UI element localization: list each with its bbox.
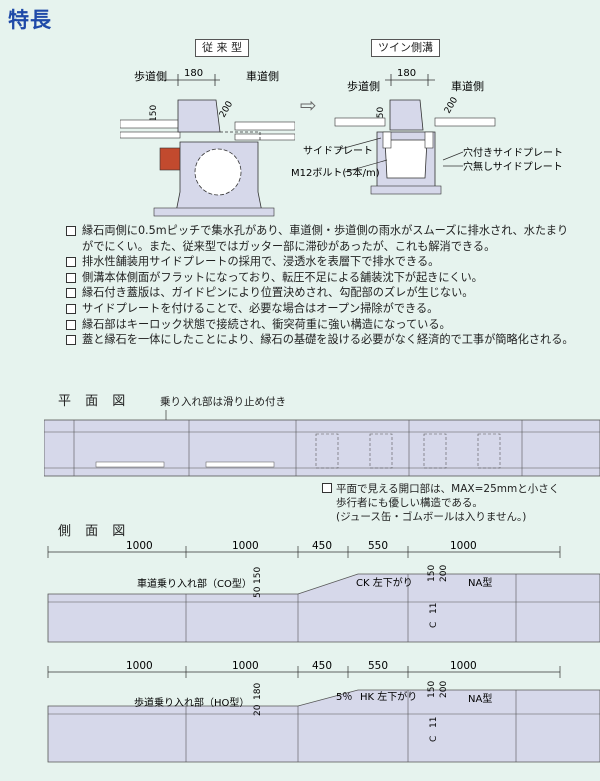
e2-v1: 20	[253, 704, 263, 716]
e1-v6: C	[429, 622, 439, 628]
twin-unperforated-label: 穴無しサイドプレート	[463, 160, 563, 173]
e1-v3: 150	[427, 565, 437, 582]
checkbox-icon	[322, 483, 332, 493]
twin-caption: ツイン側溝	[371, 39, 440, 57]
feature-list: 縁石両側に0.5mピッチで集水孔があり、車道側・歩道側の雨水がスムーズに排水され…	[66, 223, 576, 348]
e1-v2: 150	[253, 567, 263, 584]
e2-dim-4: 550	[368, 660, 388, 672]
side-heading: 側 面 図	[58, 524, 131, 539]
e2-dim-3: 450	[312, 660, 332, 672]
conv-curb	[177, 99, 221, 133]
e1-label-na: NA型	[468, 576, 492, 589]
twin-bolt-label: M12ボルト(5本/m)	[291, 166, 380, 179]
e2-v5: 11	[429, 717, 439, 728]
elevation-ho-figure: 1000 1000 450 550 1000 歩道乗り入れ部（HO型） 5％ H…	[47, 660, 600, 763]
e1-v5: 11	[429, 603, 439, 614]
twin-h200: 200	[443, 95, 460, 115]
e2-label-na: NA型	[468, 692, 492, 705]
e1-label-co: 車道乗り入れ部（CO型）	[137, 577, 252, 590]
e2-dim-2: 1000	[232, 660, 259, 672]
conv-pipe	[194, 148, 242, 196]
e2-v6: C	[429, 736, 439, 742]
e1-v4: 200	[439, 565, 449, 582]
e2-label-hk: HK 左下がり	[360, 690, 417, 703]
plan-heading: 平 面 図	[58, 394, 131, 409]
checkbox-icon	[66, 335, 76, 346]
checkbox-icon	[66, 257, 76, 268]
plan-view-figure	[44, 410, 600, 477]
e1-label-ck: CK 左下がり	[356, 576, 413, 589]
e1-body	[47, 573, 600, 643]
e2-dim-1: 1000	[126, 660, 153, 672]
twin-section-figure: 180 歩道側 車道側 150 200 サイドプレート M12ボルト(5本/m)…	[291, 68, 563, 195]
transition-arrow: ⇨	[300, 93, 317, 117]
feature-item: 排水性舗装用サイドプレートの採用で、浸透水を表層下で排水できる。	[66, 254, 576, 270]
checkbox-icon	[66, 303, 76, 314]
checkbox-icon	[66, 226, 76, 236]
page-title: 特長	[8, 8, 52, 32]
twin-curb	[389, 99, 424, 131]
feature-item: サイドプレートを付けることで、必要な場合はオープン掃除ができる。	[66, 301, 576, 317]
checkbox-icon	[66, 288, 76, 299]
conv-w180: 180	[184, 68, 203, 79]
twin-perforated-label: 穴付きサイドプレート	[463, 146, 563, 159]
plan-callout: 乗り入れ部は滑り止め付き	[160, 396, 286, 408]
twin-h150: 150	[376, 107, 386, 124]
opening-note: 平面で見える開口部は、MAX=25mmと小さく 歩行者にも優しい構造である。 (…	[322, 482, 559, 524]
feature-item: 縁石両側に0.5mピッチで集水孔があり、車道側・歩道側の雨水がスムーズに排水され…	[66, 223, 576, 254]
e2-dim-5: 1000	[450, 660, 477, 672]
conventional-section-figure: 180 歩道側 車道側 150 200	[120, 68, 295, 217]
twin-roadway-label: 車道側	[451, 79, 484, 93]
twin-sidewalk-label: 歩道側	[347, 79, 380, 93]
feature-item: 縁石部はキーロック状態で接続され、衝突荷重に強い構造になっている。	[66, 317, 576, 333]
conv-h200: 200	[218, 99, 235, 119]
e2-v4: 200	[439, 681, 449, 698]
feature-item: 蓋と縁石を一体にしたことにより、縁石の基礎を設ける必要がなく経済的で工事が簡略化…	[66, 332, 576, 348]
e1-dim-4: 550	[368, 540, 388, 552]
e2-body	[47, 689, 600, 763]
twin-w180: 180	[397, 68, 416, 79]
e1-v1: 50	[253, 586, 263, 598]
checkbox-icon	[66, 272, 76, 283]
feature-item: 縁石付き蓋版は、ガイドピンにより位置決めされ、勾配部のズレが生じない。	[66, 285, 576, 301]
conv-h150: 150	[149, 105, 159, 122]
elevation-co-figure: 1000 1000 450 550 1000 車道乗り入れ部（CO型） CK 左…	[47, 540, 600, 643]
e1-dim-5: 1000	[450, 540, 477, 552]
e1-dim-2: 1000	[232, 540, 259, 552]
e1-dim-3: 450	[312, 540, 332, 552]
checkbox-icon	[66, 319, 76, 330]
e2-label-pct: 5％	[336, 692, 352, 703]
e1-dim-1: 1000	[126, 540, 153, 552]
conventional-caption: 従 来 型	[195, 39, 249, 57]
feature-item: 側溝本体側面がフラットになっており、転圧不足による舗装沈下が起きにくい。	[66, 270, 576, 286]
e2-v2: 180	[253, 683, 263, 700]
twin-side-plate-label: サイドプレート	[303, 145, 373, 157]
twin-channel	[384, 139, 428, 179]
conv-roadway-label: 車道側	[246, 69, 279, 83]
conv-sidewalk-label: 歩道側	[134, 69, 167, 83]
e2-label-ho: 歩道乗り入れ部（HO型）	[134, 696, 249, 709]
e2-v3: 150	[427, 681, 437, 698]
